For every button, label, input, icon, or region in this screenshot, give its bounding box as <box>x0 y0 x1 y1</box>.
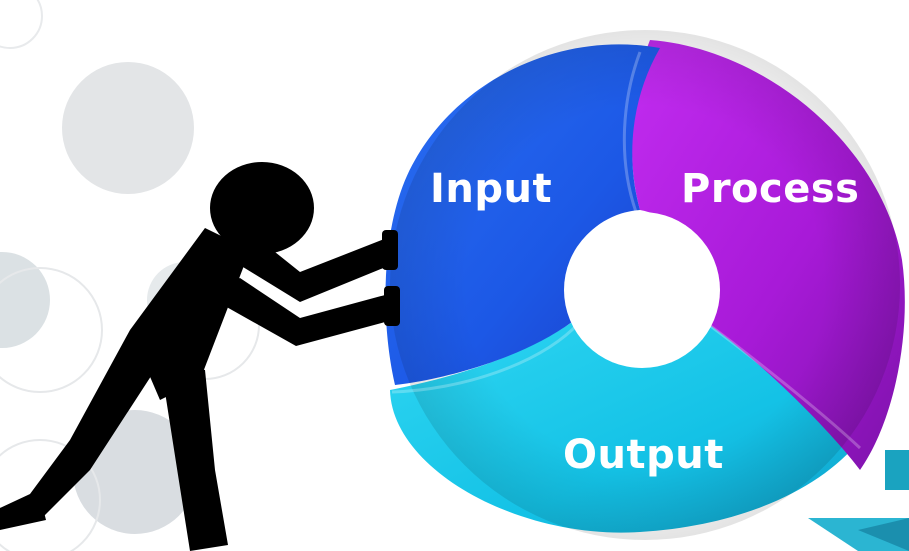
deco-ring <box>0 0 43 49</box>
accent-square <box>885 450 909 490</box>
fold-highlight <box>622 51 642 213</box>
center-hole <box>564 212 720 368</box>
accent-triangle-dark <box>858 518 909 551</box>
stick-figure-pushing-icon <box>0 162 400 551</box>
fold-highlight <box>391 320 582 394</box>
figure-foot <box>0 496 46 530</box>
deco-ring <box>0 267 103 393</box>
figure-hand <box>382 230 398 270</box>
figure-head <box>210 162 314 254</box>
figure-hand <box>384 286 400 326</box>
cycle-ring <box>385 30 905 540</box>
deco-circle <box>62 62 194 194</box>
input-label: Input <box>430 166 552 212</box>
output-label: Output <box>563 432 724 478</box>
figure-arm-lower <box>200 278 400 346</box>
process-label: Process <box>681 166 859 212</box>
deco-ring <box>0 439 101 551</box>
figure-leg-front <box>160 360 228 551</box>
figure-arm-upper <box>212 232 398 302</box>
figure-leg-back <box>0 330 168 528</box>
fold-highlight <box>699 316 862 450</box>
deco-circle <box>0 252 50 348</box>
